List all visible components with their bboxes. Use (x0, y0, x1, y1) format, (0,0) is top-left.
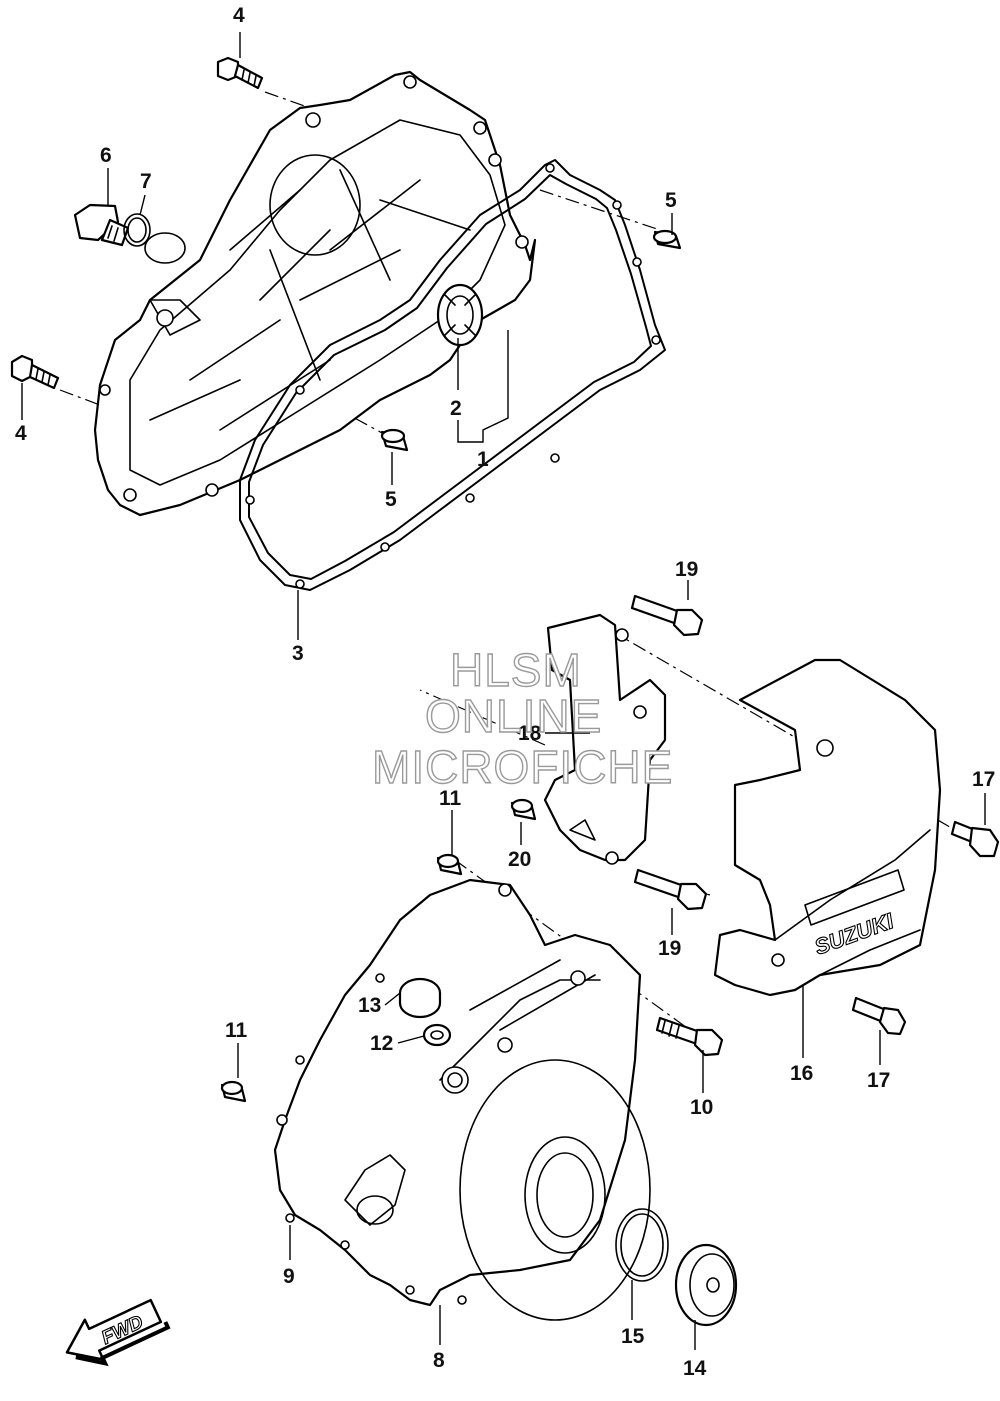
bolt-sprocket-upper (950, 820, 1000, 858)
callout-9: 9 (283, 1265, 295, 1288)
watermark-line-3: MICROFICHE (372, 741, 673, 793)
o-ring-small (123, 213, 151, 247)
forward-direction-arrow-icon: FWD (65, 1298, 171, 1367)
callout-14: 14 (683, 1357, 707, 1380)
callout-10: 10 (690, 1096, 713, 1119)
callout-4: 4 (15, 422, 27, 445)
bolt-sprocket-lower (851, 996, 907, 1036)
dowel-pin-a (652, 229, 682, 250)
callout-4: 4 (233, 4, 245, 27)
callout-17: 17 (972, 768, 995, 791)
oil-seal (436, 283, 484, 347)
callout-5: 5 (385, 488, 397, 511)
callout-18: 18 (518, 722, 542, 745)
bolt-left (10, 354, 60, 390)
cover-gasket (239, 159, 666, 591)
watermark: HLSM ONLINE MICROFICHE (371, 643, 673, 793)
callout-20: 20 (508, 848, 531, 871)
callout-11: 11 (225, 1019, 248, 1042)
dowel-pin-c (436, 853, 463, 876)
plug (398, 977, 442, 1019)
dowel-pin-e (510, 798, 537, 821)
watermark-line-2: ONLINE (425, 690, 602, 742)
callout-11: 11 (439, 787, 462, 810)
bolt-bracket-lower (633, 868, 708, 911)
o-ring-large (615, 1208, 669, 1282)
callout-2: 2 (450, 397, 462, 420)
bolt-magneto (655, 1016, 724, 1057)
callout-17: 17 (867, 1069, 890, 1092)
callout-12: 12 (370, 1032, 393, 1055)
callout-5: 5 (665, 189, 677, 212)
callout-13: 13 (358, 994, 381, 1017)
callout-labels: 4 6 7 5 4 2 1 5 3 19 18 17 11 20 19 13 1… (15, 4, 995, 1380)
clutch-cover (93, 70, 537, 517)
bolt-bracket-upper (630, 594, 704, 637)
sprocket-cover (713, 658, 942, 997)
watermark-line-1: HLSM (450, 644, 582, 696)
callout-15: 15 (621, 1325, 645, 1348)
callout-3: 3 (292, 642, 304, 665)
leader-lines (21, 32, 986, 1350)
sprocket-bracket (543, 613, 667, 865)
callout-19: 19 (675, 558, 698, 581)
callout-6: 6 (100, 144, 112, 167)
callout-7: 7 (140, 170, 152, 193)
callout-8: 8 (433, 1349, 445, 1372)
bolt-top (216, 56, 264, 90)
dowel-pin-d (220, 1080, 247, 1103)
dowel-pin-b (380, 428, 409, 452)
callout-1: 1 (477, 448, 489, 471)
callout-16: 16 (790, 1062, 813, 1085)
magneto-cover (273, 878, 651, 1321)
magneto-cap (674, 1243, 738, 1327)
callout-19: 19 (658, 937, 681, 960)
oil-filler-cap (73, 203, 130, 247)
washer (422, 1023, 452, 1047)
